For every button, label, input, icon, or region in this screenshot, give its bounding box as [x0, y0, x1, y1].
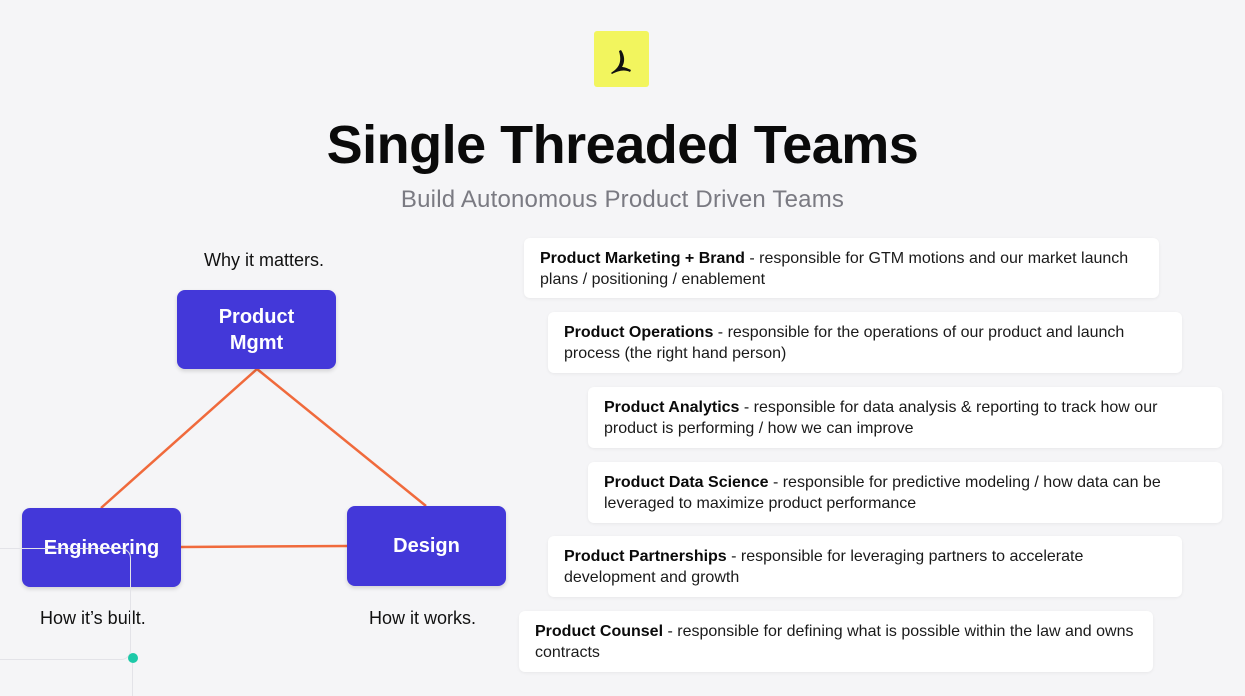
role-desc: - responsible for the operations of our …: [564, 324, 1125, 362]
edge-product-design: [256, 368, 427, 507]
role-name: Product Operations: [564, 324, 714, 341]
connector-dot: [128, 653, 138, 663]
node-product-label-2: Mgmt: [229, 331, 284, 354]
role-card-data-science: Product Data Science - responsible for p…: [588, 462, 1222, 523]
bird-icon: [611, 50, 631, 74]
role-name: Product Counsel: [535, 623, 664, 640]
connector-line: [132, 663, 133, 696]
role-desc: - responsible for GTM motions and our ma…: [540, 250, 1129, 288]
role-card-partnerships: Product Partnerships - responsible for l…: [548, 536, 1182, 597]
role-card-marketing: Product Marketing + Brand - responsible …: [524, 238, 1159, 298]
role-name: Product Partnerships: [564, 548, 727, 565]
role-card-counsel: Product Counsel - responsible for defini…: [519, 611, 1153, 672]
edge-engineering-design: [180, 544, 348, 549]
node-design: Design: [347, 506, 506, 586]
role-name: Product Data Science: [604, 474, 769, 491]
background-panel: [0, 548, 131, 660]
role-name: Product Analytics: [604, 399, 740, 416]
node-engineering-label: Engineering: [43, 536, 160, 559]
caption-product: Why it matters.: [204, 250, 325, 270]
node-product-mgmt: Product Mgmt: [177, 290, 336, 369]
role-desc: - responsible for leveraging partners to…: [564, 548, 1084, 586]
triangle-connectors: [100, 368, 427, 549]
node-design-label: Design: [393, 535, 460, 557]
role-name: Product Marketing + Brand: [540, 250, 745, 267]
edge-product-engineering: [100, 368, 258, 509]
page-subtitle: Build Autonomous Product Driven Teams: [400, 186, 845, 213]
node-engineering: Engineering: [22, 508, 181, 587]
caption-engineering: How it’s built.: [40, 608, 146, 628]
role-desc: - responsible for defining what is possi…: [535, 623, 1134, 661]
page-title: Single Threaded Teams: [326, 115, 919, 175]
node-product-label-1: Product: [218, 305, 295, 328]
role-card-analytics: Product Analytics - responsible for data…: [588, 387, 1222, 448]
caption-design: How it works.: [369, 608, 477, 628]
role-card-operations: Product Operations - responsible for the…: [548, 312, 1182, 373]
role-desc: - responsible for predictive modeling / …: [604, 474, 1161, 512]
logo: [594, 31, 649, 87]
role-desc: - responsible for data analysis & report…: [604, 399, 1158, 437]
